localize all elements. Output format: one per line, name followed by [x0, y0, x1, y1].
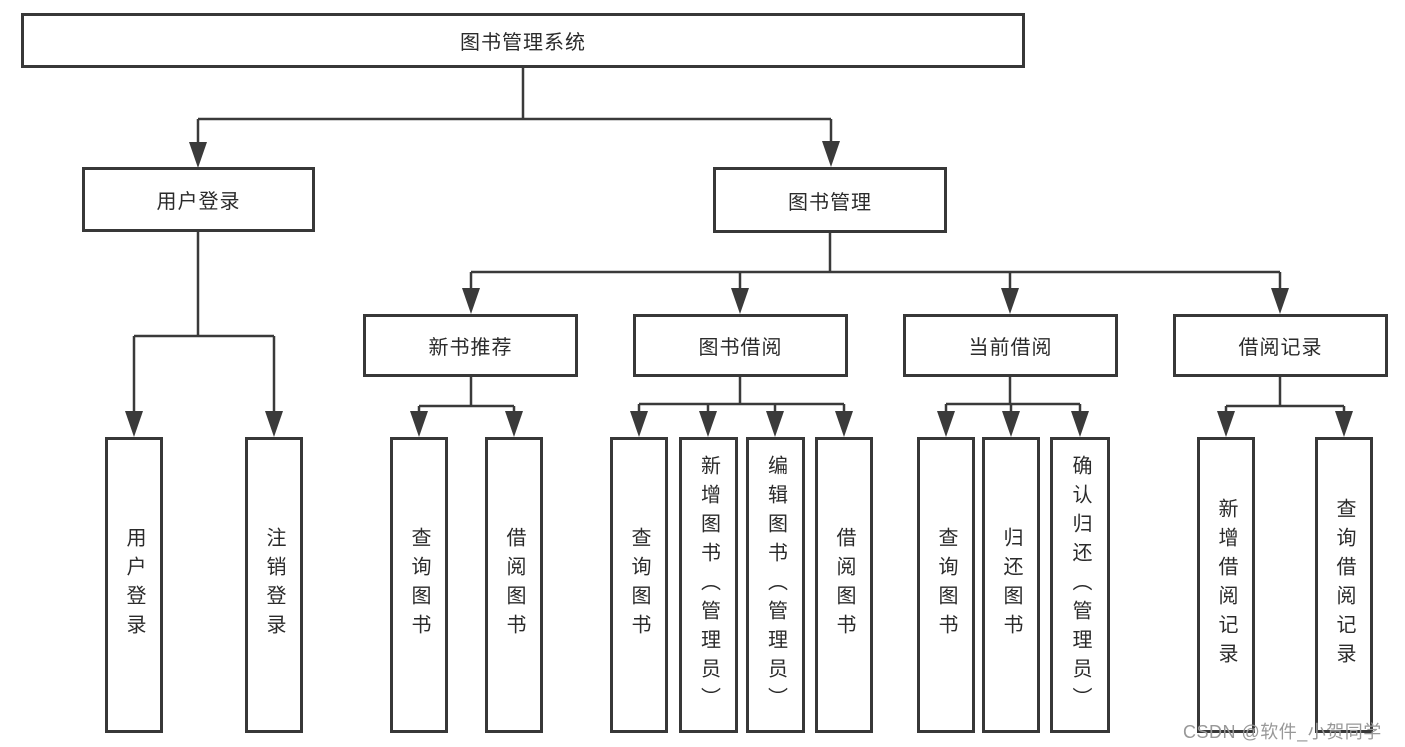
leaf-edit-books-admin: 编辑图书（管理员） — [746, 437, 805, 733]
node-library-management-system: 图书管理系统 — [21, 13, 1025, 68]
leaf-query-books-2: 查询图书 — [610, 437, 668, 733]
node-borrowing-records: 借阅记录 — [1173, 314, 1388, 377]
leaf-logout: 注销登录 — [245, 437, 303, 733]
leaf-label: 查询借阅记录 — [1333, 498, 1355, 672]
node-label: 借阅记录 — [1238, 337, 1323, 359]
node-label: 用户登录 — [156, 191, 241, 213]
leaf-add-borrow-record: 新增借阅记录 — [1197, 437, 1255, 733]
leaf-label: 编辑图书（管理员） — [764, 454, 787, 716]
node-book-borrowing: 图书借阅 — [633, 314, 848, 377]
leaf-label: 新增图书（管理员） — [697, 454, 720, 716]
leaf-label: 查询图书 — [935, 527, 957, 643]
leaf-label: 查询图书 — [628, 527, 650, 643]
leaf-confirm-return-admin: 确认归还（管理员） — [1050, 437, 1110, 733]
node-book-management-branch: 图书管理 — [713, 167, 947, 233]
leaf-label: 用户登录 — [123, 527, 145, 643]
leaf-return-books: 归还图书 — [982, 437, 1040, 733]
leaf-label: 注销登录 — [263, 527, 285, 643]
leaf-label: 新增借阅记录 — [1215, 498, 1237, 672]
csdn-watermark: CSDN @软件_小贺同学 — [1183, 722, 1382, 742]
leaf-label: 查询图书 — [408, 527, 430, 643]
leaf-query-books-1: 查询图书 — [390, 437, 448, 733]
node-current-borrowing: 当前借阅 — [903, 314, 1118, 377]
leaf-user-login: 用户登录 — [105, 437, 163, 733]
node-label: 当前借阅 — [968, 337, 1053, 359]
leaf-label: 确认归还（管理员） — [1069, 454, 1091, 716]
node-label: 图书管理系统 — [460, 32, 586, 54]
node-label: 图书管理 — [788, 191, 872, 214]
node-new-book-recommendation: 新书推荐 — [363, 314, 578, 377]
leaf-label: 借阅图书 — [503, 527, 525, 643]
node-label: 新书推荐 — [428, 337, 513, 359]
leaf-label: 借阅图书 — [833, 527, 855, 643]
node-user-login-branch: 用户登录 — [82, 167, 315, 232]
node-label: 图书借阅 — [698, 337, 783, 359]
leaf-label: 归还图书 — [1000, 527, 1022, 643]
leaf-query-borrow-record: 查询借阅记录 — [1315, 437, 1373, 733]
leaf-add-books-admin: 新增图书（管理员） — [679, 437, 738, 733]
leaf-borrow-books-2: 借阅图书 — [815, 437, 873, 733]
leaf-query-books-3: 查询图书 — [917, 437, 975, 733]
leaf-borrow-books-1: 借阅图书 — [485, 437, 543, 733]
